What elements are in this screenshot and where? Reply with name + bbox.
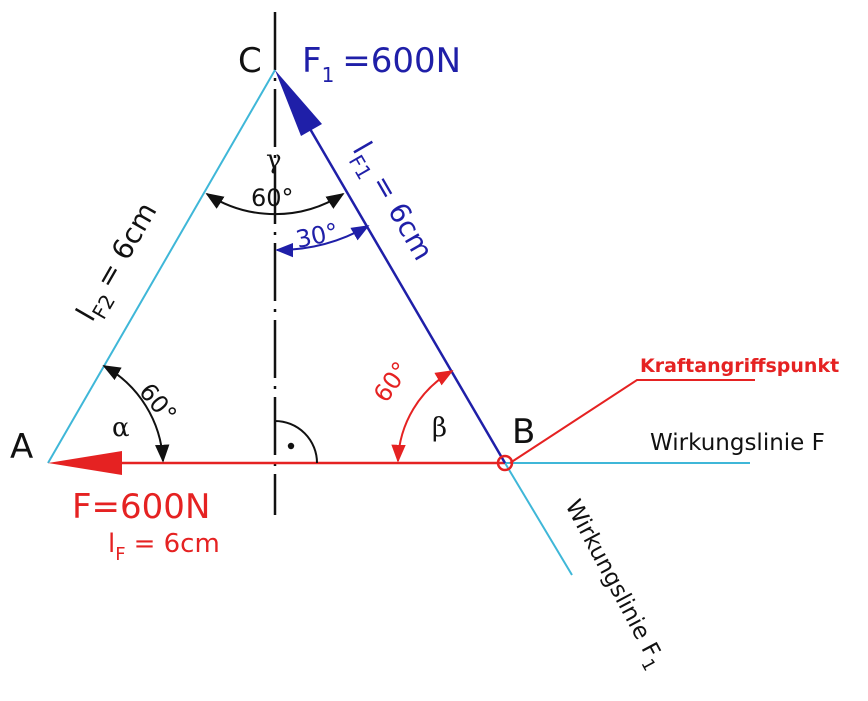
kraft-leader-line [509, 379, 755, 464]
arc-gamma-60 [205, 193, 345, 216]
wirkungslinie-f1-label: Wirkungslinie F1 [554, 496, 669, 675]
wirkungslinie-f-label: Wirkungslinie F [650, 430, 825, 456]
force-f-length-label: lF= 6cm [108, 529, 220, 565]
angle-left-60-label: 60° [133, 378, 182, 429]
right-angle-dot [287, 442, 295, 450]
force-f1-line [283, 85, 507, 464]
force-f2-length-label: lF2= 6cm [69, 197, 169, 330]
kraftangriffspunkt-label: Kraftangriffspunkt [640, 355, 839, 377]
force-f1-label: F1=600N [302, 41, 461, 87]
angle-top-60-label: 60° [251, 184, 294, 212]
right-angle-arc [274, 420, 318, 464]
angle-alpha-label: α [112, 413, 130, 443]
arc-alpha-60 [102, 365, 170, 463]
arc-30 [275, 225, 370, 258]
arc-beta-60 [391, 370, 454, 463]
force-f-label: F=600N [72, 487, 210, 527]
line-of-action-f1 [504, 462, 573, 576]
point-b-label: B [512, 412, 535, 452]
point-a-label: A [10, 427, 33, 467]
force-f-arrowhead [48, 451, 122, 475]
angle-right-60-label: 60° [368, 357, 415, 408]
angle-gamma-label: γ [266, 145, 282, 175]
force-f1-length-label: lF1= 6cm [340, 136, 440, 269]
application-point-circle [496, 454, 514, 472]
side-ac-line [47, 69, 276, 464]
angle-30-label: 30° [293, 218, 340, 254]
force-f1-arrowhead [275, 70, 322, 136]
point-c-label: C [238, 41, 262, 81]
angle-beta-label: β [432, 413, 447, 443]
